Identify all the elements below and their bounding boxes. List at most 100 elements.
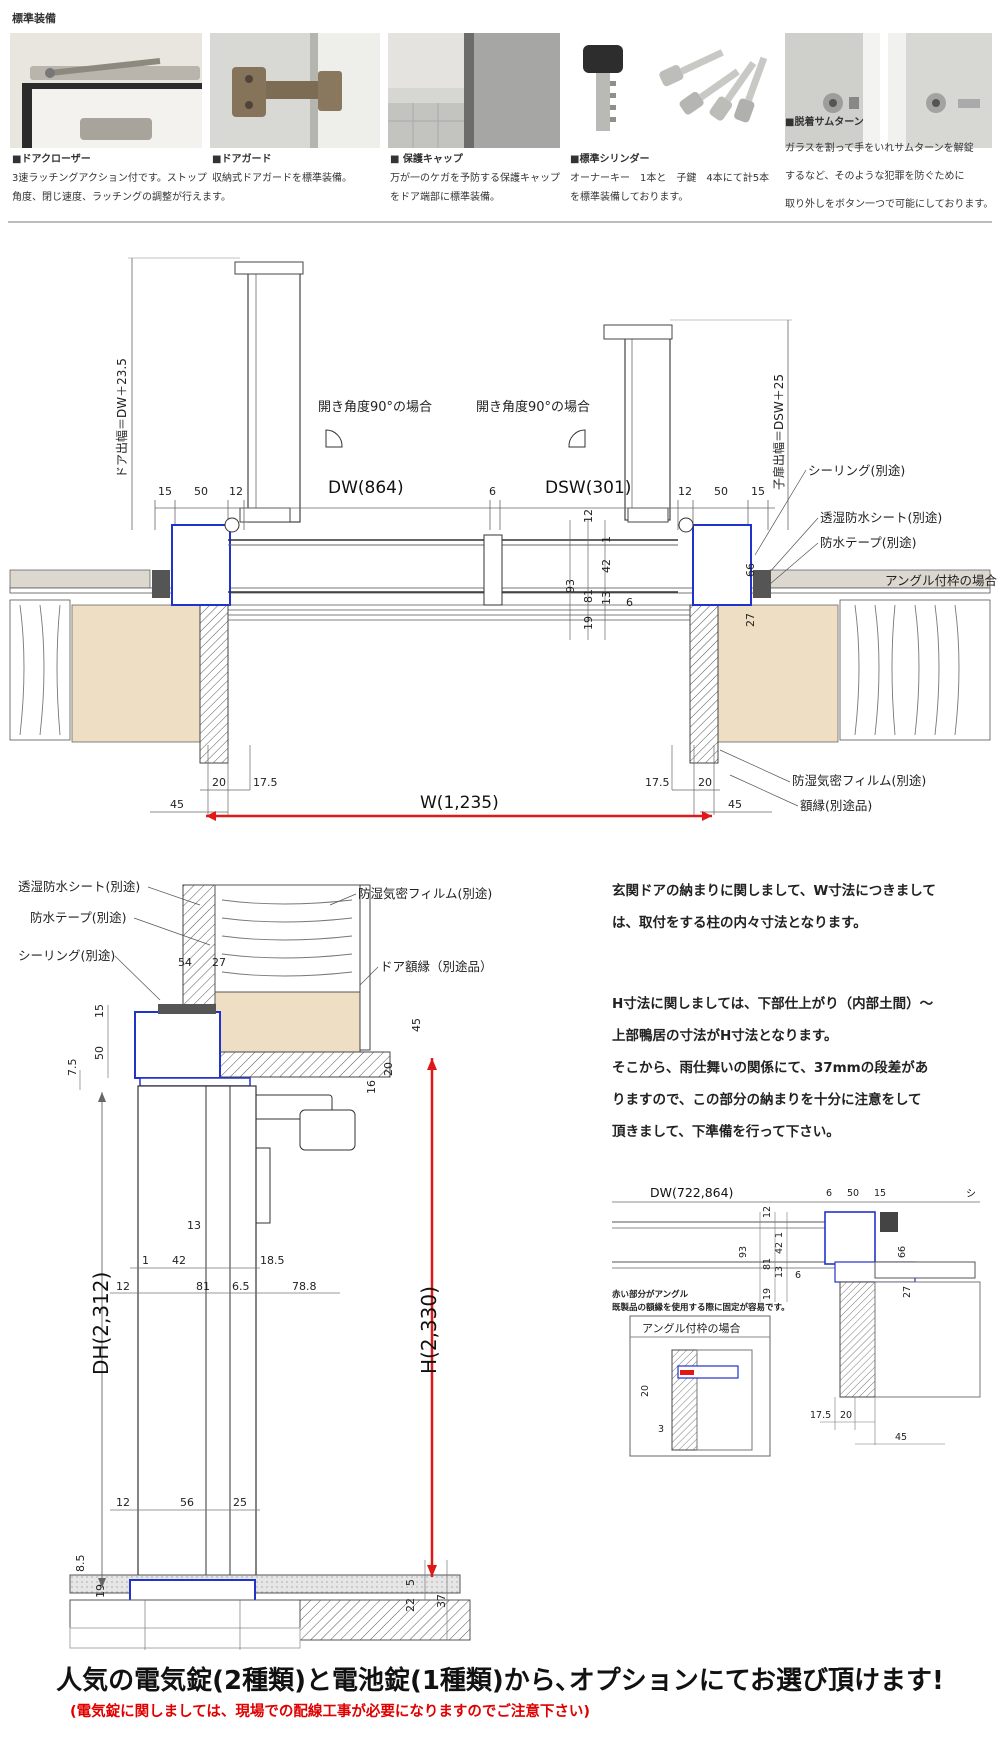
dim-label: 22 [404, 1598, 417, 1612]
equipment-line: を標準装備しております。 [570, 192, 689, 203]
open-angle-label-b: 開き角度90°の場合 [476, 399, 590, 415]
note-line: は、取付をする柱の内々寸法となります。 [612, 915, 867, 931]
dim-label: 50 [194, 485, 208, 498]
note-w-dimension: 玄関ドアの納まりに関しまして、W寸法につきまして は、取付をする柱の内々寸法とな… [612, 875, 936, 939]
equipment-line: ガラスを割って手をいれサムターンを解錠 [785, 143, 974, 154]
note-line: 玄関ドアの納まりに関しまして、W寸法につきまして [612, 883, 936, 899]
callout-moisture-sheet: 透湿防水シート(別途) [18, 879, 140, 894]
inset-note-line: 既製品の額縁を使用する際に固定が容易です。 [612, 1302, 790, 1313]
dim-label: 45 [170, 798, 184, 811]
dim-label: 1 [600, 536, 613, 543]
dim-label: 50 [847, 1188, 859, 1199]
note-line: 頂きまして、下準備を行って下さい。 [612, 1124, 840, 1140]
dim-label: 17.5 [645, 776, 670, 789]
dim-label: 93 [738, 1246, 749, 1258]
dim-label: 12 [582, 509, 595, 523]
callout-sealing: シーリング(別途) [808, 463, 905, 478]
equipment-line: 万が一のケガを予防する保護キャップ [390, 173, 560, 184]
divider [8, 221, 992, 223]
dim-label: 19 [762, 1288, 773, 1300]
inset-dw-label: DW(722,864) [650, 1185, 733, 1200]
dim-label: 13 [600, 591, 613, 605]
dim-label: 81 [762, 1258, 773, 1270]
callout-vapor-film: 防湿気密フィルム(別途) [792, 773, 926, 788]
callout-waterproof-tape: 防水テープ(別途) [820, 535, 917, 550]
dim-label: 42 [172, 1254, 186, 1267]
open-angle-label-a: 開き角度90°の場合 [318, 399, 432, 415]
equipment-title: ■ 保護キャップ [390, 154, 463, 165]
dim-label: 66 [897, 1246, 908, 1258]
plan-drawing: ドア出幅＝DW＋23.5 子扉出幅＝DSW＋25 開き角度90°の場合 開き角度… [9, 257, 998, 821]
note-line: 上部鴨居の寸法がH寸法となります。 [612, 1028, 838, 1044]
callout-waterproof-tape: 防水テープ(別途) [30, 910, 127, 925]
callout-moisture-sheet: 透湿防水シート(別途) [820, 510, 942, 525]
door-closer-photo [10, 33, 202, 148]
dim-label: 12 [678, 485, 692, 498]
dh-label: DH(2,312) [89, 1272, 113, 1375]
dim-label: 15 [93, 1004, 106, 1018]
dim-label: 18.5 [260, 1254, 285, 1267]
dim-label: 78.8 [292, 1280, 317, 1293]
w-label: W(1,235) [420, 793, 499, 813]
dim-label: 81 [196, 1280, 210, 1293]
dim-label: 42 [774, 1242, 785, 1254]
dim-label: 54 [178, 956, 192, 969]
dim-label: 12 [116, 1496, 130, 1509]
note-line: りますので、この部分の納まりを十分に注意をして [612, 1092, 922, 1108]
equipment-title: ■標準シリンダー [570, 154, 650, 165]
thumbturn-photo-b [888, 33, 992, 148]
callout-casing: 額縁(別途品) [800, 798, 872, 813]
callout-sealing: シーリング(別途) [18, 948, 115, 963]
open-leaf-main [234, 261, 304, 523]
dim-label: 37 [435, 1594, 448, 1608]
dim-label: 17.5 [810, 1410, 831, 1421]
dim-label: 27 [212, 956, 226, 969]
equipment-caption-door-closer: ■ドアクローザー 3速ラッチングアクション付です。ストップ 角度、閉じ速度、ラッ… [12, 150, 231, 207]
dim-label: 27 [902, 1286, 913, 1298]
dim-label: 6 [489, 485, 496, 498]
dim-label: 8.5 [74, 1555, 87, 1573]
dim-label: 66 [744, 563, 757, 577]
dim-label: 15 [874, 1188, 886, 1199]
equipment-line: 角度、閉じ速度、ラッチングの調整が行えます。 [12, 192, 231, 203]
dim-label: 81 [582, 589, 595, 603]
dim-label: 6 [626, 596, 633, 609]
dim-label: 50 [93, 1046, 106, 1060]
dim-label: 20 [640, 1385, 651, 1397]
dim-label: 56 [180, 1496, 194, 1509]
inset-drawing: DW(722,864) シ 6 50 15 12 1 42 93 81 13 6… [612, 1185, 981, 1457]
dsw-label: DSW(301) [545, 478, 631, 498]
callout-vapor-film: 防湿気密フィルム(別途) [358, 886, 492, 901]
inset-cut-label: シ [966, 1189, 976, 1200]
dim-label: 45 [895, 1432, 907, 1443]
dim-label: 20 [382, 1062, 395, 1076]
inset-note-line: 赤い部分がアングル [612, 1289, 689, 1300]
note-line: H寸法に関しましては、下部仕上がり（内部土間）～ [612, 996, 934, 1012]
dim-label: 6.5 [232, 1280, 250, 1293]
dim-label: 13 [774, 1266, 785, 1278]
swing-arc-icon [325, 429, 343, 448]
equipment-line: をドア端部に標準装備。 [390, 192, 500, 203]
equipment-title: ■ドアガード [212, 154, 272, 165]
callout-casing: ドア額縁（別途品） [380, 959, 493, 974]
note-line: そこから、雨仕舞いの関係にて、37mmの段差があ [612, 1060, 929, 1076]
equipment-line: 3速ラッチングアクション付です。ストップ [12, 173, 207, 184]
dim-label: 6 [826, 1188, 832, 1199]
dim-label: 27 [744, 613, 757, 627]
standard-cylinder-photo [568, 33, 778, 148]
equipment-caption-cylinder: ■標準シリンダー オーナーキー 1本と 子鍵 4本にて計5本 を標準装備しており… [570, 150, 769, 207]
callout-angle-frame: アングル付枠の場合 [885, 573, 998, 588]
dim-label: 20 [212, 776, 226, 789]
equipment-caption-door-guard: ■ドアガード 収納式ドアガードを標準装備。 [212, 150, 352, 188]
dim-label: 45 [410, 1018, 423, 1032]
protective-cap-photo [388, 33, 560, 148]
thumbturn-photo-a [785, 33, 880, 148]
dim-label: 20 [840, 1410, 852, 1421]
dim-label: 1 [142, 1254, 149, 1267]
equipment-title: ■脱着サムターン [785, 117, 864, 128]
dim-label: 16 [365, 1080, 378, 1094]
dim-label: 12 [116, 1280, 130, 1293]
dim-label: 50 [714, 485, 728, 498]
dim-label: 12 [229, 485, 243, 498]
dim-label: 19 [94, 1584, 107, 1598]
